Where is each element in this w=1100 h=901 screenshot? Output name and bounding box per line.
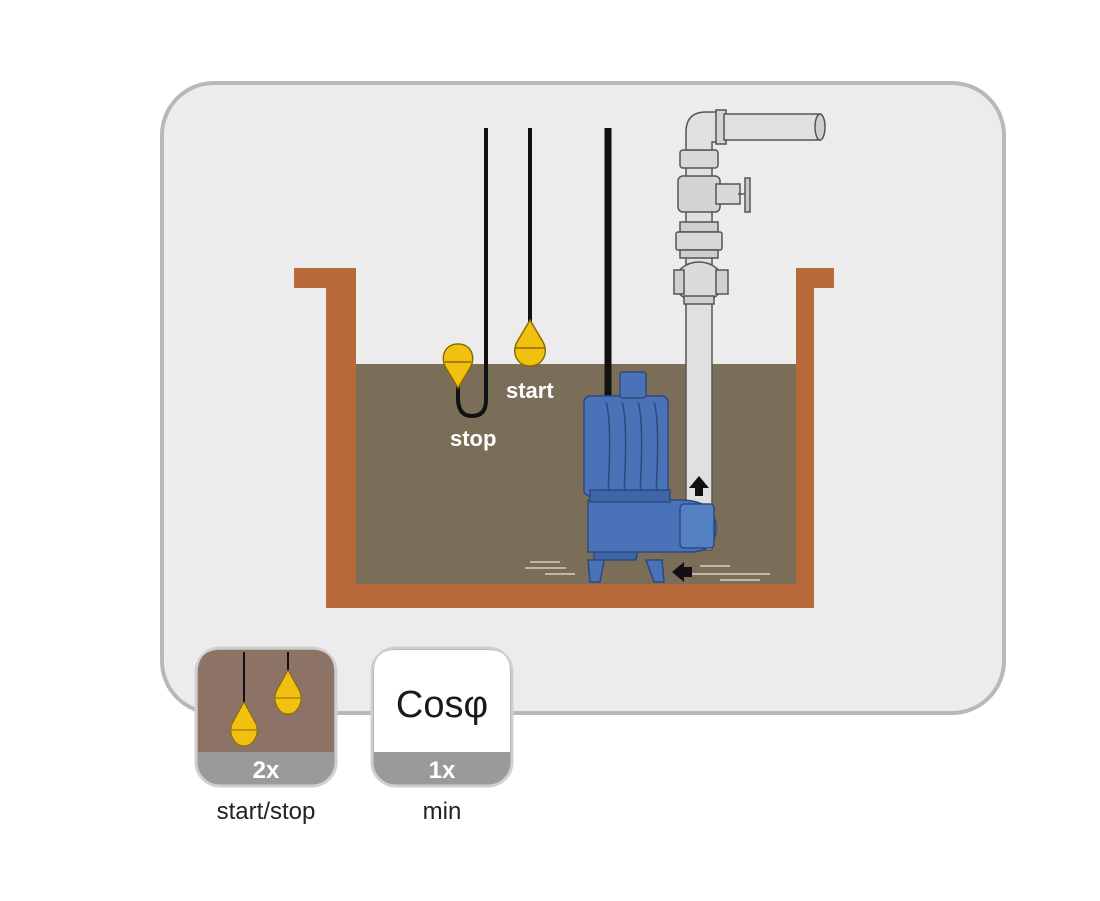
badge-start-stop-caption: start/stop — [216, 798, 316, 825]
start-float — [514, 318, 546, 367]
badge-start-stop — [194, 646, 338, 788]
badge-start-stop-count: 2x — [252, 757, 280, 784]
tank-liquid — [356, 364, 796, 584]
flow-in-arrow — [672, 562, 692, 582]
start-label: start — [506, 378, 554, 403]
float-switch-icon — [230, 668, 302, 747]
flow-up-arrow — [689, 476, 709, 496]
stop-float-cable — [456, 128, 488, 419]
sediment-marks — [525, 561, 770, 581]
tank — [294, 268, 834, 608]
stop-label: stop — [450, 426, 496, 451]
cos-phi-icon: Cosφ — [395, 684, 489, 726]
badge-min-count: 1x — [428, 757, 456, 784]
submersible-pump — [583, 371, 717, 583]
tank-wall — [294, 268, 834, 608]
stop-float — [442, 343, 474, 390]
float-switches — [442, 128, 612, 419]
badge-min-caption: min — [422, 798, 462, 825]
badge-min — [370, 646, 514, 788]
discharge-pipe — [673, 109, 826, 551]
